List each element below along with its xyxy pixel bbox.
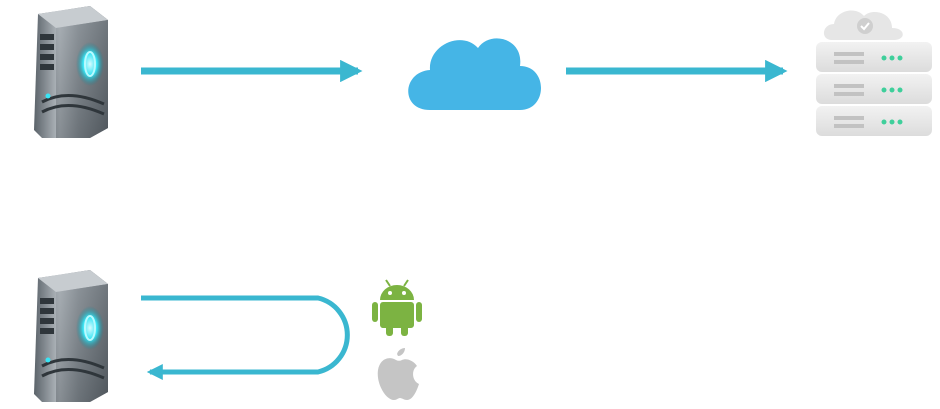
source-server-tower-icon (34, 6, 108, 138)
loop-server-tower-icon (34, 270, 108, 402)
database-server-stack-icon (816, 10, 932, 136)
android-icon (372, 279, 422, 336)
cloud-icon (408, 38, 541, 110)
apple-icon (377, 348, 419, 400)
loop-return-arrow (141, 295, 350, 381)
